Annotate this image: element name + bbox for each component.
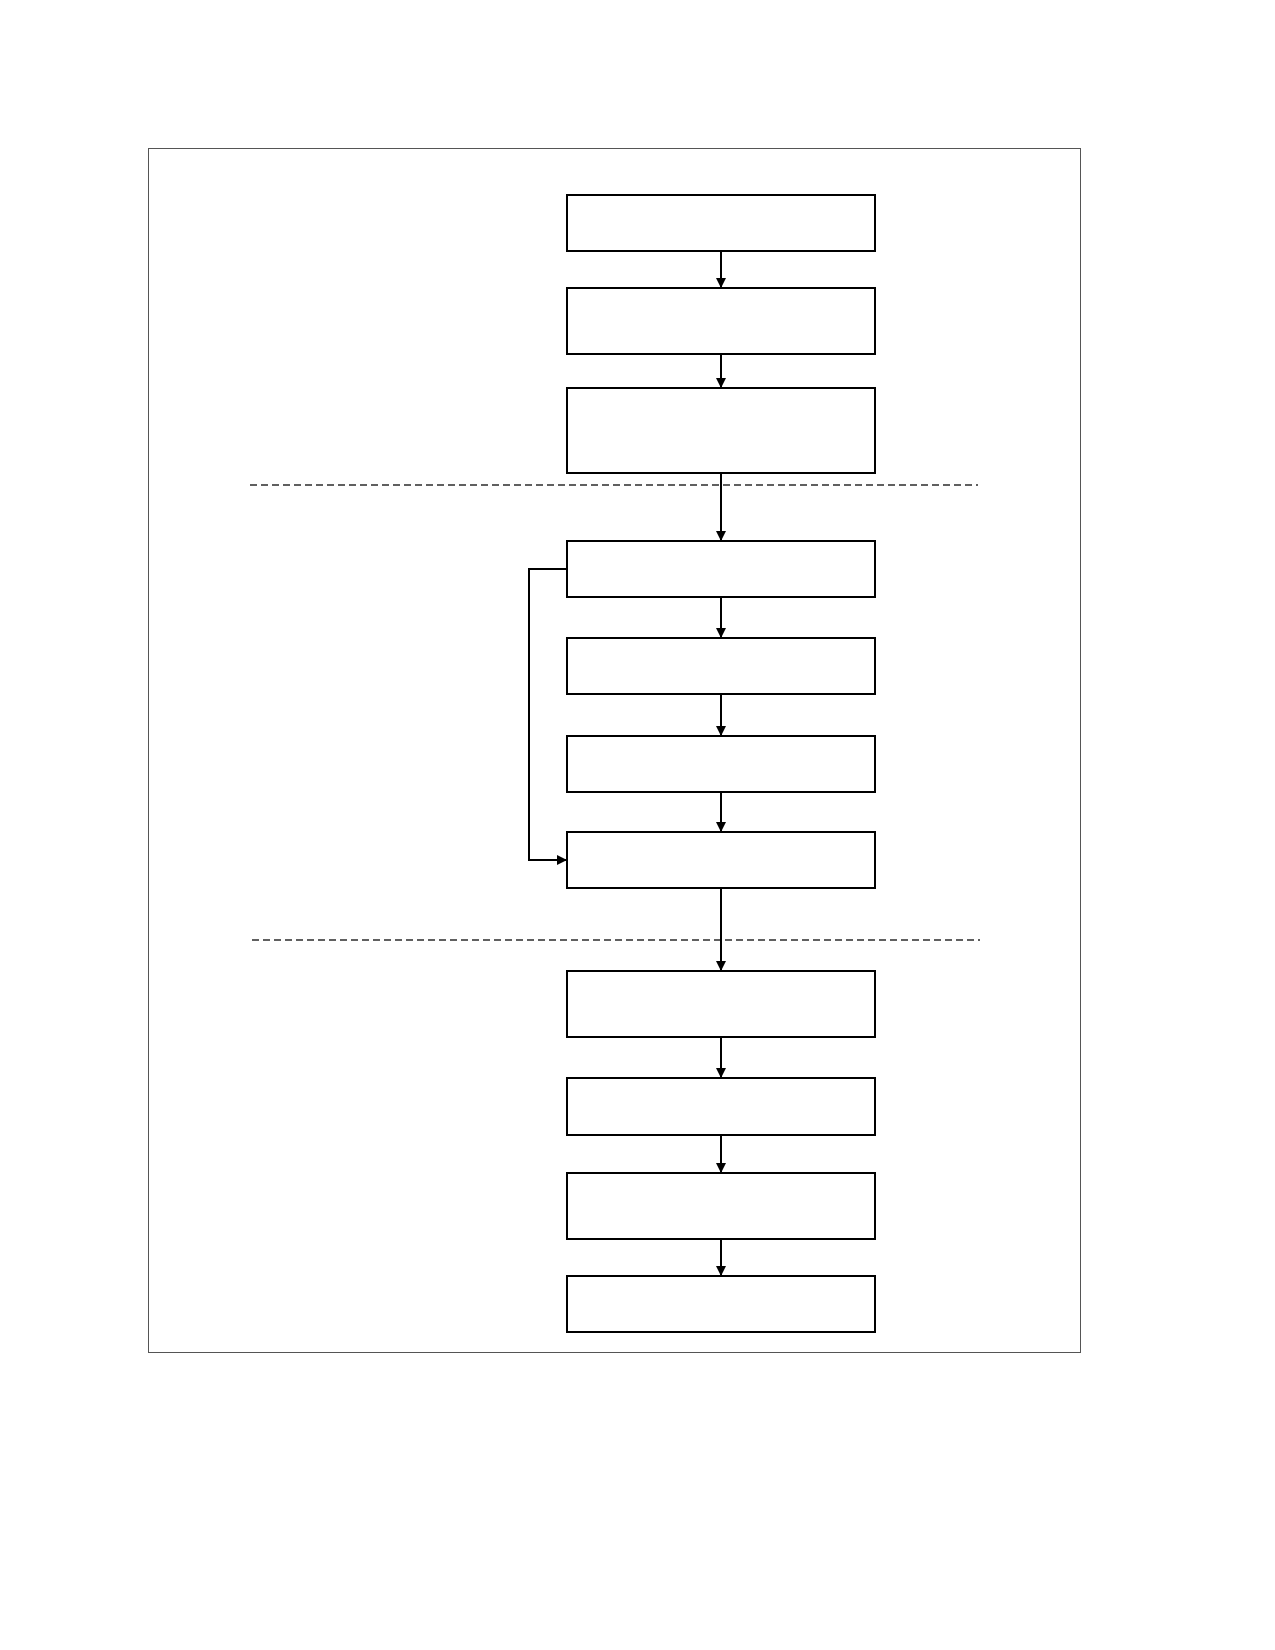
process-box-s2-step-2 [566, 637, 876, 695]
process-box-rect [566, 1275, 876, 1333]
process-box-rect [566, 1172, 876, 1240]
process-box-s1-step-1 [566, 194, 876, 252]
process-box-s2-step-3 [566, 735, 876, 793]
process-box-s3-step-3 [566, 1172, 876, 1240]
process-box-s1-step-3 [566, 387, 876, 474]
process-box-s3-step-4 [566, 1275, 876, 1333]
process-box-rect [566, 1077, 876, 1136]
process-box-rect [566, 970, 876, 1038]
process-box-rect [566, 831, 876, 889]
process-box-rect [566, 735, 876, 793]
process-box-rect [566, 194, 876, 252]
process-box-rect [566, 287, 876, 355]
process-box-s2-step-4 [566, 831, 876, 889]
diagram-frame [148, 148, 1081, 1353]
process-box-s1-step-2 [566, 287, 876, 355]
process-box-s3-step-2 [566, 1077, 876, 1136]
bypass-connector-arrow [528, 568, 567, 865]
process-box-rect [566, 387, 876, 474]
process-box-s3-step-1 [566, 970, 876, 1038]
process-box-rect [566, 637, 876, 695]
process-box-rect [566, 540, 876, 598]
process-box-s2-step-1 [566, 540, 876, 598]
